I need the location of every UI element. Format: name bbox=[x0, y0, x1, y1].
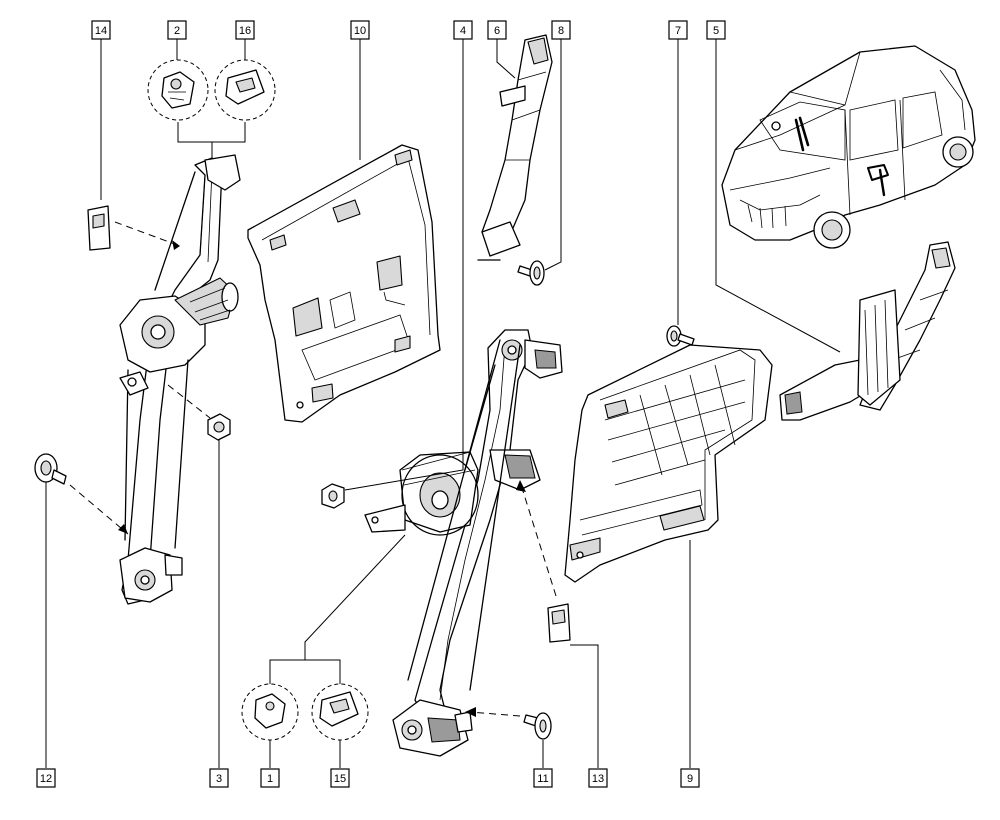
callout-number: 4 bbox=[460, 25, 466, 37]
callout-16: 16 bbox=[235, 20, 255, 40]
callout-number: 7 bbox=[675, 25, 681, 37]
panel-part-10 bbox=[247, 144, 441, 423]
bracket-part-6 bbox=[477, 34, 553, 261]
screw-part-8 bbox=[517, 260, 545, 286]
callout-8: 8 bbox=[551, 20, 571, 40]
callout-number: 11 bbox=[537, 773, 548, 785]
callout-9: 9 bbox=[680, 768, 700, 788]
screw-part-7 bbox=[666, 325, 695, 347]
callout-number: 12 bbox=[40, 773, 52, 785]
callout-14: 14 bbox=[91, 20, 111, 40]
callout-number: 3 bbox=[216, 773, 222, 785]
left-window-regulator bbox=[119, 154, 241, 605]
callout-number: 5 bbox=[713, 25, 719, 37]
callout-12: 12 bbox=[36, 768, 56, 788]
panel-part-9 bbox=[564, 344, 773, 583]
screw-part-12 bbox=[34, 453, 129, 535]
clip-part-13 bbox=[516, 480, 571, 643]
callout-1: 1 bbox=[260, 768, 280, 788]
callout-6: 6 bbox=[487, 20, 507, 40]
bracket-part-5 bbox=[779, 241, 956, 421]
callout-10: 10 bbox=[350, 20, 370, 40]
callout-3: 3 bbox=[209, 768, 229, 788]
callout-number: 8 bbox=[558, 25, 564, 37]
nut-part-4 bbox=[321, 483, 345, 509]
motor-detail-circles-top bbox=[147, 59, 276, 158]
screw-part-11 bbox=[465, 707, 552, 740]
callout-11: 11 bbox=[533, 768, 553, 788]
callout-number: 1 bbox=[267, 773, 273, 785]
callout-number: 14 bbox=[95, 25, 107, 37]
callout-number: 6 bbox=[494, 25, 500, 37]
motor-detail-circles-bottom bbox=[241, 534, 406, 741]
clip-part-14 bbox=[87, 205, 181, 251]
callout-15: 15 bbox=[330, 768, 350, 788]
center-window-regulator bbox=[364, 329, 563, 757]
callout-7: 7 bbox=[668, 20, 688, 40]
callout-number: 15 bbox=[334, 773, 346, 785]
nut-part-3 bbox=[167, 384, 231, 441]
car-illustration bbox=[721, 45, 976, 249]
callout-number: 2 bbox=[174, 25, 180, 37]
callout-leaders bbox=[45, 38, 841, 768]
callout-number: 10 bbox=[354, 25, 366, 37]
callout-2: 2 bbox=[167, 20, 187, 40]
callout-number: 9 bbox=[687, 773, 693, 785]
callout-13: 13 bbox=[588, 768, 608, 788]
callout-number: 13 bbox=[592, 773, 604, 785]
callout-4: 4 bbox=[453, 20, 473, 40]
callout-number: 16 bbox=[239, 25, 251, 37]
callout-5: 5 bbox=[706, 20, 726, 40]
